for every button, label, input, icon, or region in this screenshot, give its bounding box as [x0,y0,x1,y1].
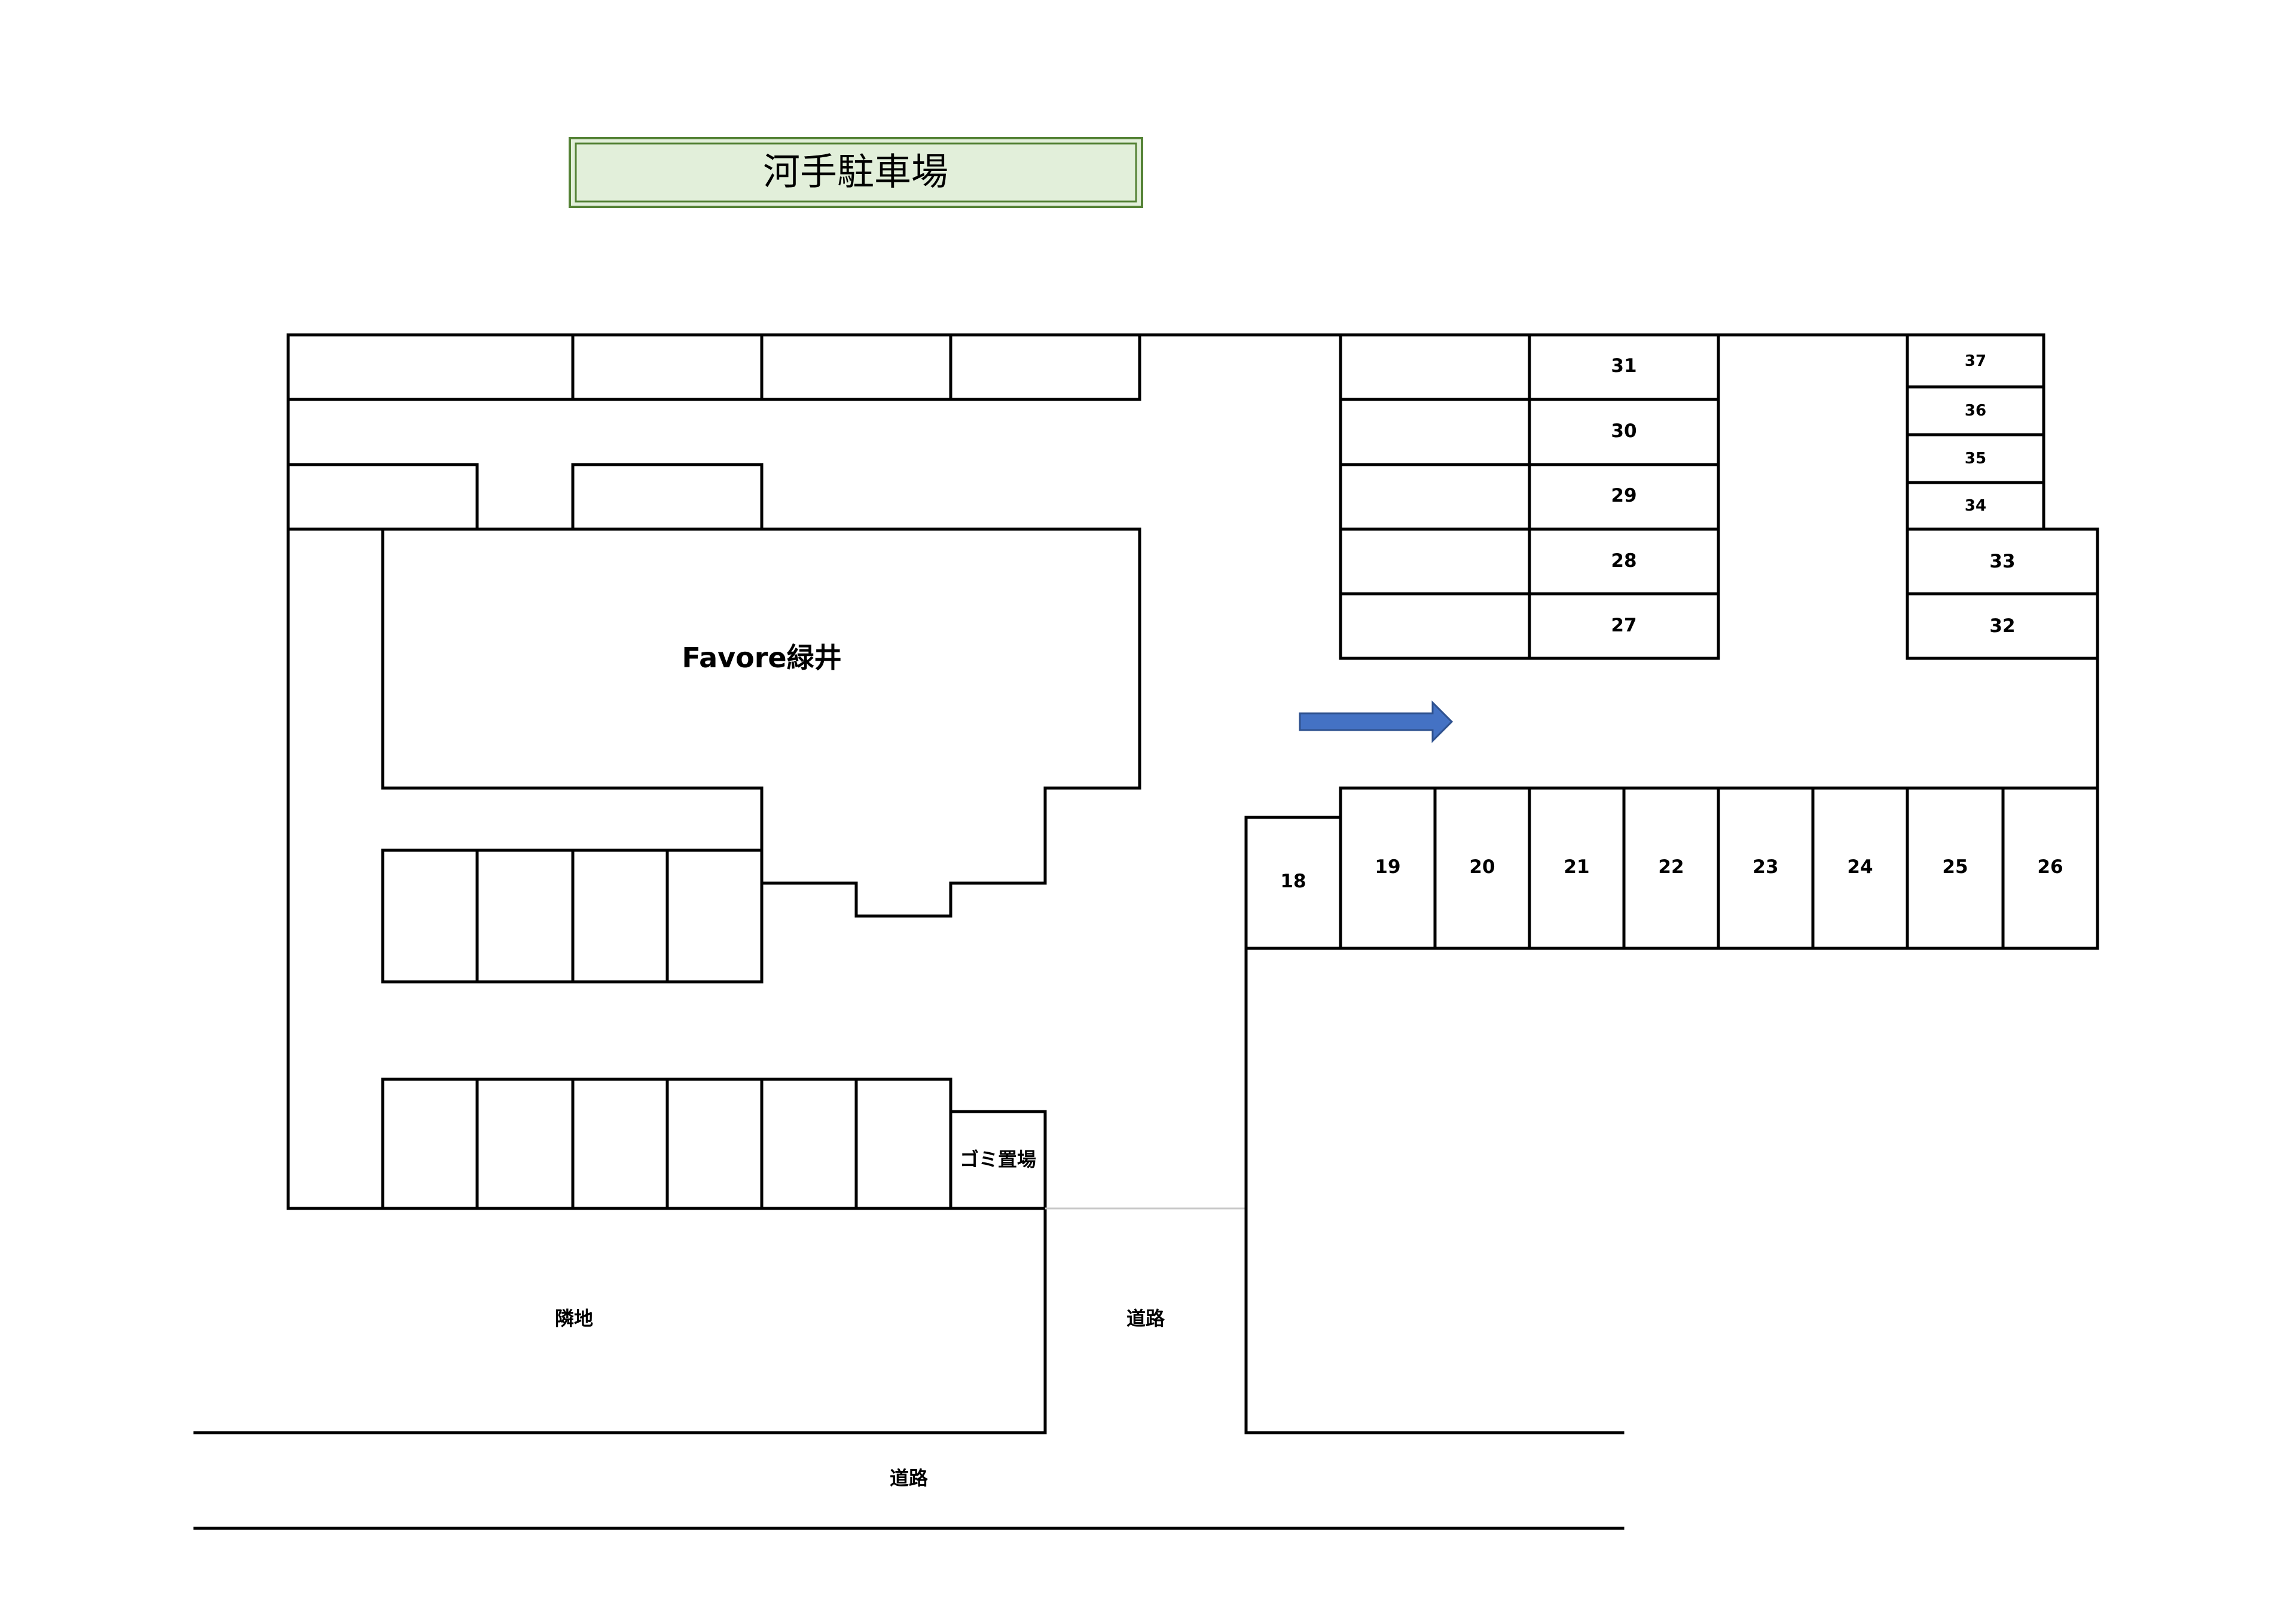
space-28: 28 [1611,550,1636,572]
map-title-box: 河手駐車場 [569,137,1143,208]
space-37: 37 [1965,352,1986,370]
bottom-row-spaces: 18 19 20 21 22 23 24 25 26 [1244,786,2099,950]
bottom-road: 道路 [193,1431,1625,1530]
space-27: 27 [1611,615,1636,636]
lot-outline [286,333,2045,1434]
space-32: 32 [1989,615,2015,637]
building-label: Favore緑井 [682,642,841,674]
garbage-area: ゴミ置場 [949,1110,1047,1210]
garbage-label: ゴミ置場 [960,1148,1036,1171]
space-30: 30 [1611,420,1636,442]
building-favore: Favore緑井 [286,527,1141,918]
space-20: 20 [1469,856,1495,878]
space-18: 18 [1280,871,1306,892]
space-34: 34 [1965,497,1986,515]
space-26: 26 [2037,856,2063,878]
small-column-spaces: 37 36 35 34 [1906,333,2045,531]
neighbor-land-label: 隣地 [555,1307,593,1330]
top-row-spaces [286,333,1141,401]
second-row-spaces [286,463,764,531]
space-31: 31 [1611,355,1636,377]
right-column-spaces: 33 32 [1906,527,2099,790]
space-25: 25 [1942,856,1968,878]
space-24: 24 [1847,856,1873,878]
space-33: 33 [1989,551,2015,572]
bottom-block-spaces [381,1077,952,1210]
space-23: 23 [1752,856,1778,878]
space-29: 29 [1611,485,1636,506]
road-bottom-label: 道路 [890,1467,929,1489]
space-19: 19 [1375,856,1400,878]
map-title: 河手駐車場 [763,150,948,194]
direction-arrow-icon [1299,700,1454,743]
space-22: 22 [1658,856,1684,878]
space-35: 35 [1965,450,1986,468]
space-21: 21 [1564,856,1589,878]
road-side-label: 道路 [1126,1307,1165,1330]
space-36: 36 [1965,402,1986,420]
middle-block-spaces [381,848,764,984]
center-right-block-spaces: 31 30 29 28 27 [1339,333,1720,660]
right-edge-line [1244,816,1342,1434]
